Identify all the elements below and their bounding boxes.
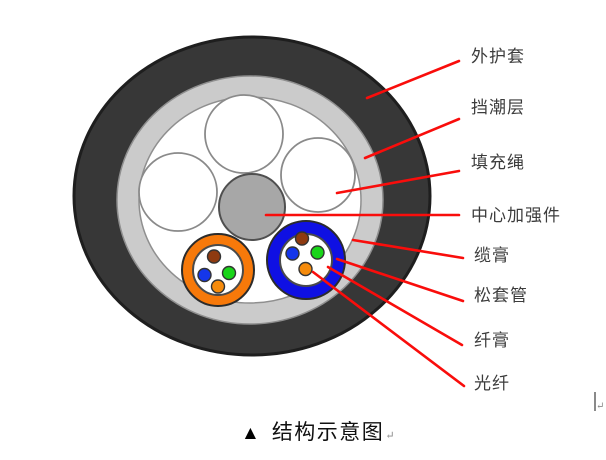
leader-line-optical-fiber (311, 270, 466, 388)
fiber-green-orange-tube (221, 265, 237, 281)
fiber-brown-orange-tube (206, 249, 222, 264)
fiber-green-blue-tube (310, 245, 325, 260)
figure-caption: ▲ 结构示意图↵ (241, 420, 395, 448)
label-outer-sheath: 外护套 (471, 47, 525, 66)
caption-triangle-marker: ▲ (241, 423, 260, 444)
filler-rope-right (280, 137, 356, 213)
label-loose-tube: 松套管 (474, 286, 528, 305)
label-optical-fiber: 光纤 (474, 374, 510, 393)
fiber-blue-blue-tube (285, 246, 300, 261)
fiber-orange-orange-tube (210, 279, 226, 294)
central-strength-member (218, 173, 286, 241)
leader-line-fiber-gel (326, 265, 464, 347)
leader-line-loose-tube (335, 257, 465, 303)
filler-rope-left (138, 152, 218, 232)
caption-return-mark-icon: ↵ (385, 430, 395, 442)
leader-line-moisture-barrier (363, 117, 461, 160)
filler-rope-top (204, 94, 284, 174)
caption-text: 结构示意图 (271, 420, 385, 444)
loose-tube-orange-inner (192, 244, 244, 296)
label-central-strength-member: 中心加强件 (471, 206, 561, 225)
label-fiber-gel: 纤膏 (474, 331, 510, 350)
label-cable-gel: 缆膏 (474, 246, 510, 265)
fiber-blue-orange-tube (197, 267, 212, 283)
leader-line-outer-sheath (365, 59, 461, 100)
label-filler-rope: 填充绳 (471, 153, 525, 172)
leader-line-cable-gel (351, 238, 465, 260)
fiber-orange-blue-tube (298, 261, 313, 277)
return-mark-icon: ↵ (596, 401, 605, 412)
leader-line-filler-rope (335, 169, 461, 195)
fiber-brown-blue-tube (294, 231, 310, 246)
label-moisture-barrier: 挡潮层 (471, 98, 525, 117)
text-cursor[interactable]: ↵ (594, 392, 604, 412)
